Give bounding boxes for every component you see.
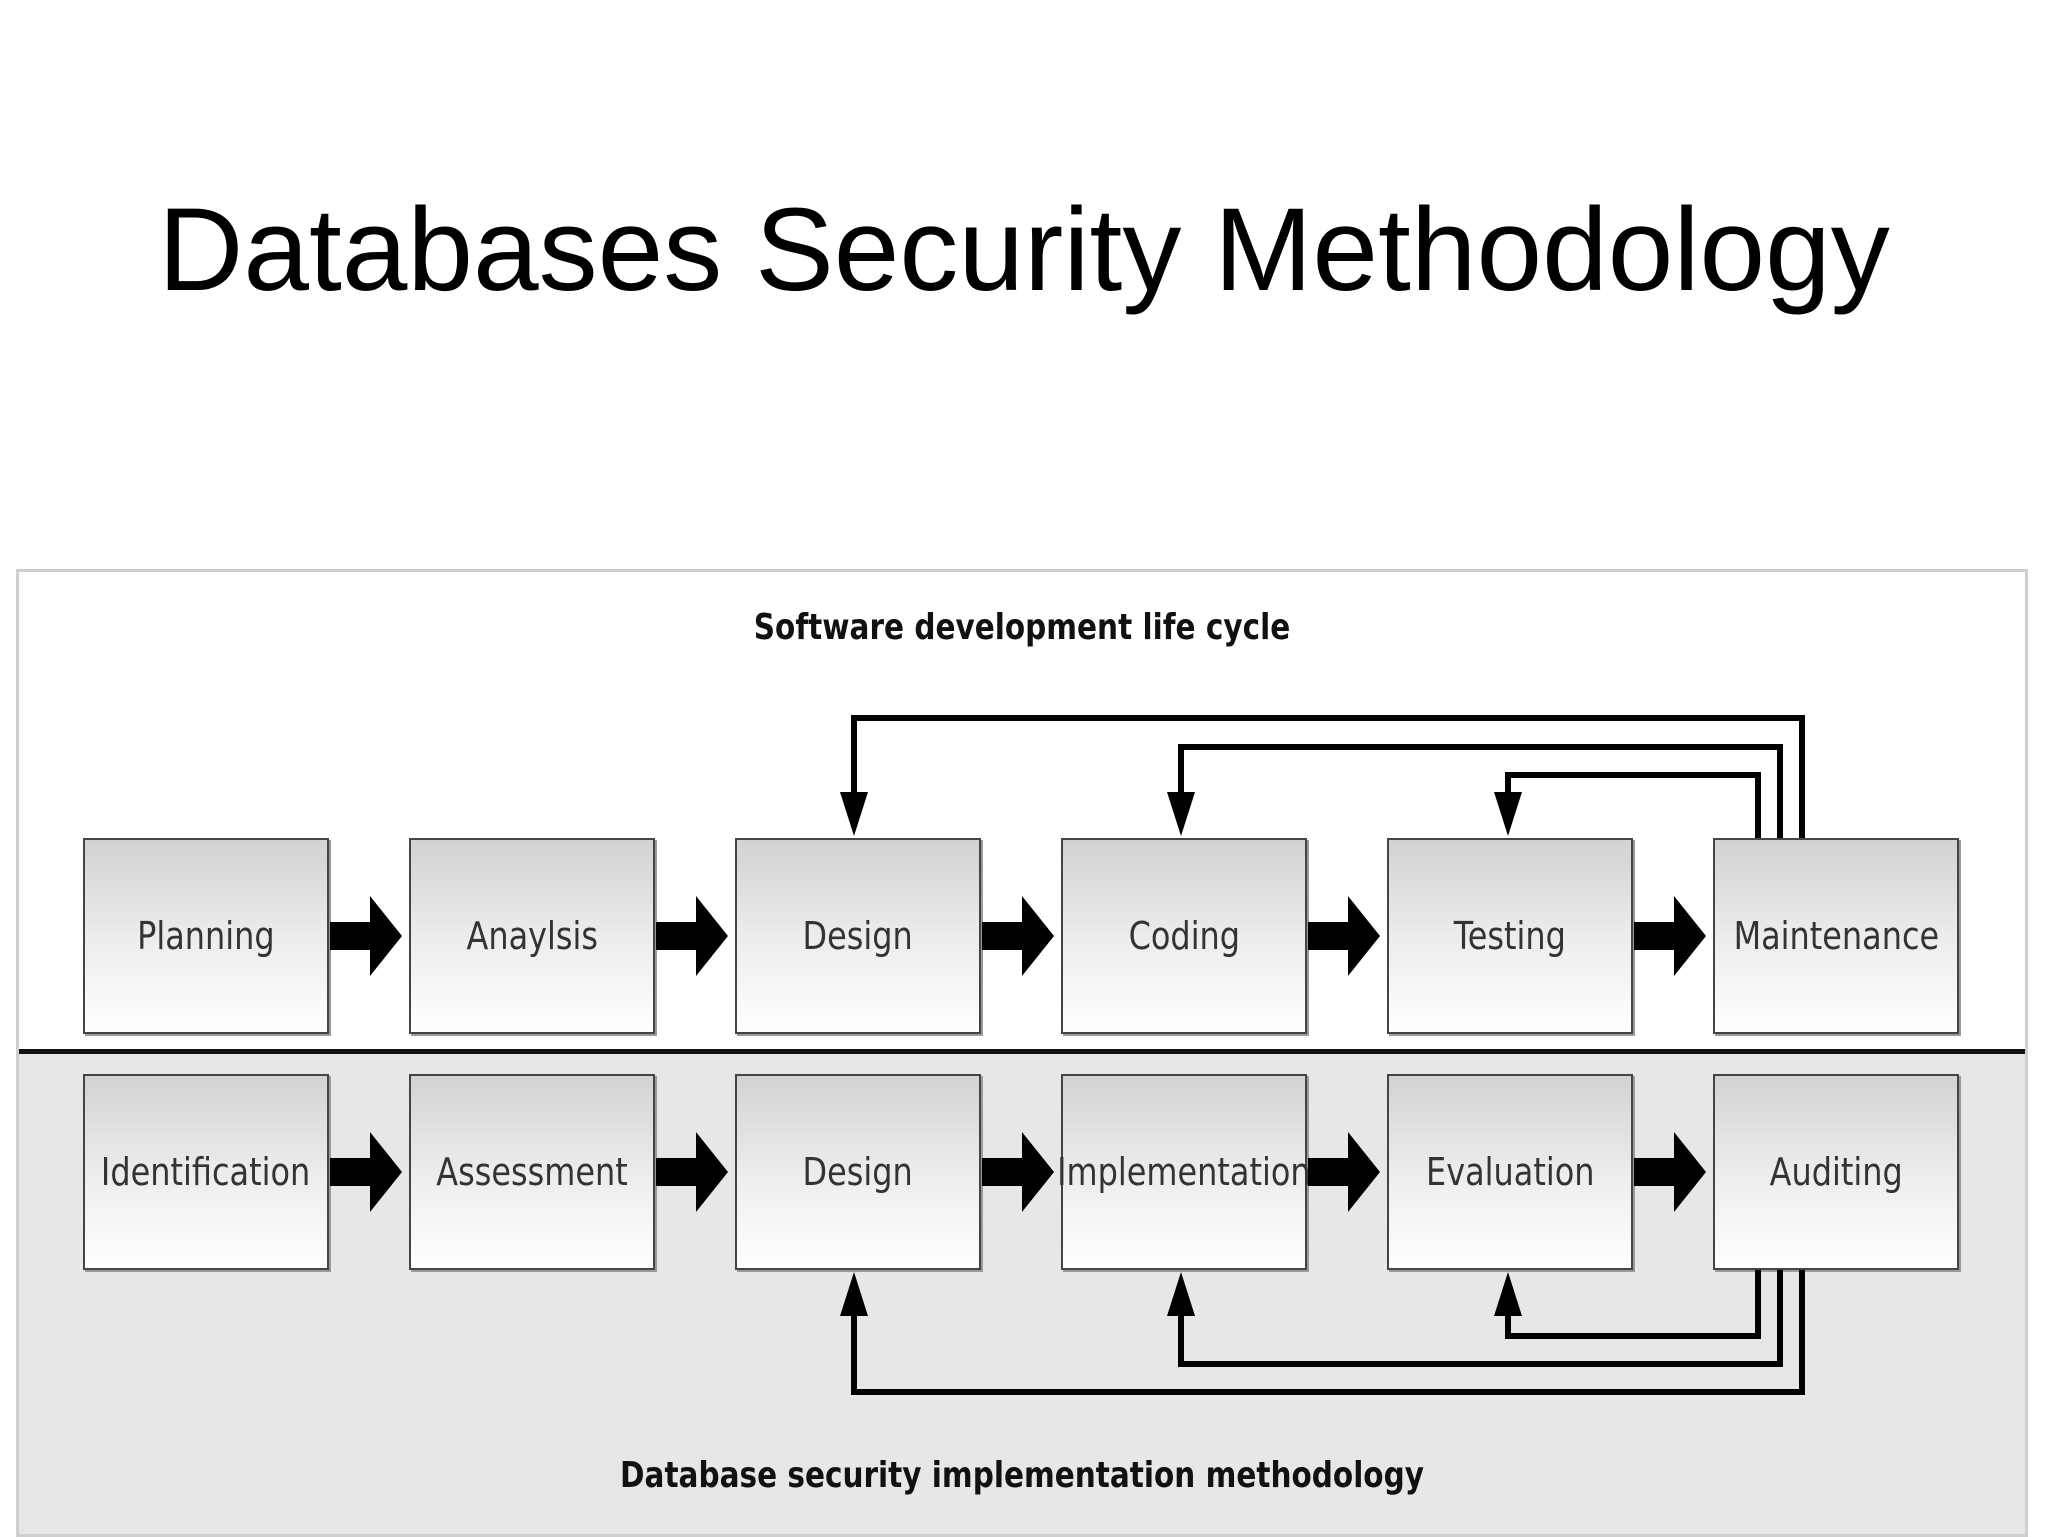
top-step-label: Anaylsis [466,914,598,958]
top-step-analysis: Anaylsis [409,838,655,1034]
bottom-step-design: Design [735,1074,981,1270]
section-divider [19,1049,2025,1054]
top-step-design: Design [735,838,981,1034]
bottom-step-label: Design [802,1150,914,1194]
top-step-label: Maintenance [1733,914,1939,958]
flow-arrow-icon [1308,896,1380,976]
top-feedback-lines [851,715,1805,838]
bottom-step-evaluation: Evaluation [1387,1074,1633,1270]
bottom-step-label: Assessment [436,1150,628,1194]
loop-maintenance-to-testing [1505,772,1761,838]
bottom-step-label: Auditing [1769,1150,1903,1194]
methodology-diagram: Software development life cycle Database… [16,569,2028,1537]
top-step-maintenance: Maintenance [1713,838,1959,1034]
top-step-label: Planning [137,914,275,958]
top-step-label: Coding [1128,914,1240,958]
flow-arrow-icon [656,896,728,976]
bottom-step-label: Identification [101,1150,311,1194]
top-step-label: Testing [1453,914,1567,958]
top-step-planning: Planning [83,838,329,1034]
bottom-step-assessment: Assessment [409,1074,655,1270]
arrowhead-down-icon [1167,792,1195,836]
flow-arrow-icon [1634,896,1706,976]
top-section-title: Software development life cycle [753,607,1291,648]
bottom-step-auditing: Auditing [1713,1074,1959,1270]
flow-arrow-icon [330,896,402,976]
flow-arrow-icon [982,1132,1054,1212]
bottom-section-title: Database security implementation methodo… [620,1455,1424,1496]
top-step-coding: Coding [1061,838,1307,1034]
flow-arrow-icon [656,1132,728,1212]
loop-maintenance-to-coding [1178,744,1783,838]
slide-title: Databases Security Methodology [158,184,1890,316]
flow-arrow-icon [982,896,1054,976]
bottom-step-label: Evaluation [1425,1150,1595,1194]
arrowhead-down-icon [1494,792,1522,836]
flow-arrow-icon [1308,1132,1380,1212]
bottom-step-identification: Identification [83,1074,329,1270]
arrowhead-down-icon [840,792,868,836]
top-step-label: Design [802,914,914,958]
flow-arrow-icon [330,1132,402,1212]
loop-maintenance-to-design [851,715,1805,838]
bottom-step-implementation: Implementation [1057,1074,1311,1270]
flow-arrow-icon [1634,1132,1706,1212]
top-feedback-arrowheads [840,792,1522,836]
bottom-step-label: Implementation [1057,1150,1311,1194]
top-step-testing: Testing [1387,838,1633,1034]
